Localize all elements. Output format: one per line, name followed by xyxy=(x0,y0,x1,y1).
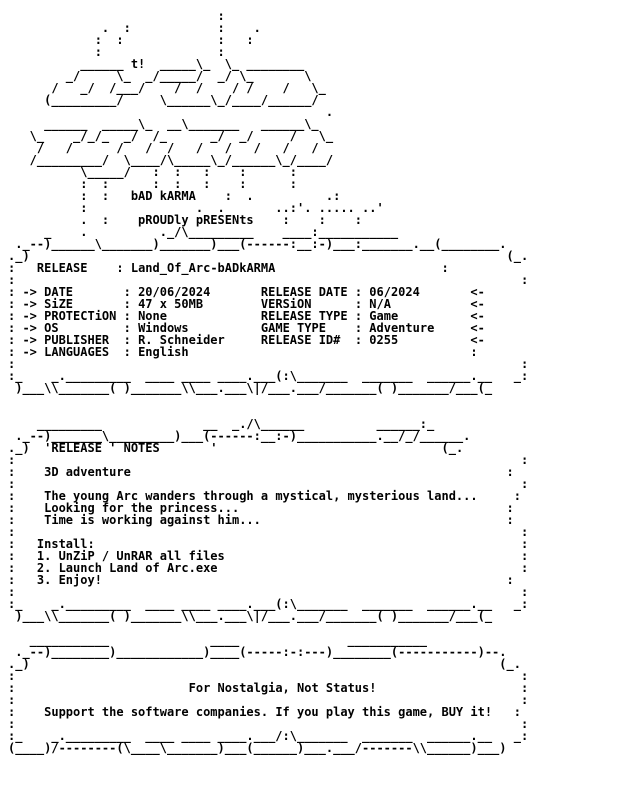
install-step-3: 3. Enjoy! xyxy=(36,573,102,587)
release-heading: RELEASE xyxy=(36,261,88,275)
notes-line-3: Time is working against him... xyxy=(44,513,261,527)
label-os: OS xyxy=(44,321,59,335)
label-size: SiZE xyxy=(44,297,74,311)
footer-motto: For Nostalgia, Not Status! xyxy=(188,681,377,695)
install-step-1: 1. UnZiP / UnRAR all files xyxy=(36,549,225,563)
value-game-type: Adventure xyxy=(369,321,435,335)
footer-support: Support the software companies. If you p… xyxy=(44,705,493,719)
label-publisher: PUBLISHER xyxy=(44,333,110,347)
value-size: 47 x 50MB xyxy=(138,297,204,311)
label-languages: LANGUAGES xyxy=(44,345,110,359)
nfo-document: : . : : . : : : : : : ______ t! _____\_ … xyxy=(8,9,529,755)
notes-line-1: The young Arc wanders through a mystical… xyxy=(44,489,478,503)
notes-heading: 'RELEASE ' NOTES xyxy=(44,441,160,455)
logo-art: : . : : . : : : : : : ______ t! _____\_ … xyxy=(29,9,334,191)
label-release-date: RELEASE DATE xyxy=(260,285,348,299)
install-heading: Install: xyxy=(36,537,95,551)
release-box-top-border: _ . ._/\_________ ____:___________ ._--)… xyxy=(8,225,529,263)
value-release-date: 06/2024 xyxy=(369,285,420,299)
notes-line-2: Looking for the princess... xyxy=(44,501,240,515)
notes-genre: 3D adventure xyxy=(44,465,131,479)
value-languages: English xyxy=(138,345,189,359)
value-release-id: 0255 xyxy=(369,333,399,347)
release-box-bottom-border: :_ _._________ ____ ____ ____.___(:\____… xyxy=(8,369,529,395)
value-release-type: Game xyxy=(369,309,399,323)
label-date: DATE xyxy=(44,285,74,299)
label-protection: PROTECTiON xyxy=(44,309,117,323)
release-name: Land_Of_Arc-bADkARMA xyxy=(130,261,276,275)
label-game-type: GAME TYPE xyxy=(260,321,326,335)
group-name: bAD kARMA xyxy=(130,189,196,203)
install-step-2: 2. Launch Land of Arc.exe xyxy=(36,561,218,575)
value-publisher: R. Schneider xyxy=(138,333,225,347)
footer-box-top-border: ___________ ____ ___________ ._--)______… xyxy=(8,633,521,671)
footer-box-bottom-border: :_ _._________ ____ ____ ____.___/:\____… xyxy=(8,729,529,755)
value-os: Windows xyxy=(138,321,189,335)
presents-text: pROUDly pRESENts xyxy=(138,213,254,227)
label-release-type: RELEASE TYPE xyxy=(260,309,348,323)
notes-box-top-border: _________ __ _./\______ ______:_ ._--)__… xyxy=(8,417,471,455)
label-version: VERSiON xyxy=(260,297,312,311)
label-release-id: RELEASE ID# xyxy=(260,333,341,347)
value-protection: None xyxy=(138,309,167,323)
notes-box-bottom-border: :_ _._________ ____ ____ ____.___(:\____… xyxy=(8,597,529,623)
value-date: 20/06/2024 xyxy=(138,285,211,299)
value-version: N/A xyxy=(369,297,391,311)
